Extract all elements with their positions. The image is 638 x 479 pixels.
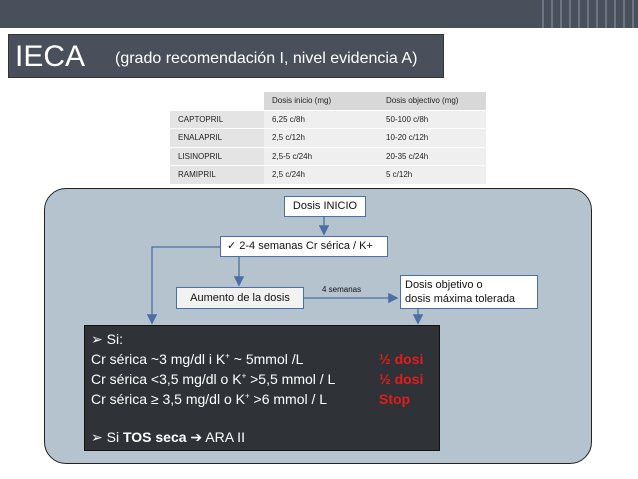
drug-cell: RAMIPRIL: [170, 165, 264, 185]
table-row: ENALAPRIL 2,5 c/12h 10-20 c/12h: [170, 128, 486, 148]
decorative-stripes: [542, 0, 638, 28]
rule-2-action: ½ dosi: [379, 371, 424, 387]
start-dose-cell: 2,5-5 c/24h: [264, 147, 378, 166]
title-bar: IECA (grado recomendación I, nivel evide…: [8, 34, 444, 78]
dosis-objetivo-box: Dosis objetivo o dosis máxima tolerada: [400, 275, 538, 309]
start-dose-cell: 2,5 c/12h: [264, 128, 378, 148]
table-row: RAMIPRIL 2,5 c/24h 5 c/12h: [170, 165, 486, 185]
rules-box: ➢ Si: Cr sérica ~3 mg/dl i K+ ~ 5mmol /L…: [84, 325, 440, 451]
rule-3: Cr sérica ≥ 3,5 mg/dl o K+ >6 mmol / L: [91, 390, 327, 408]
objetivo-line-1: Dosis objetivo o: [405, 279, 483, 291]
rule-3-text-b: >6 mmol / L: [249, 391, 328, 407]
target-dose-cell: 5 c/12h: [378, 165, 486, 185]
rule-1-text-b: ~ 5mmol /L: [229, 351, 304, 367]
dosis-inicio-box: Dosis INICIO: [284, 196, 366, 217]
rule-3-text: Cr sérica ≥ 3,5 mg/dl o K: [91, 391, 245, 407]
target-dose-cell: 50-100 c/8h: [378, 110, 486, 129]
rule-3-sup: +: [244, 391, 250, 401]
table-header-cell: [170, 92, 264, 111]
drug-cell: CAPTOPRIL: [170, 110, 264, 129]
rule-3-action: Stop: [379, 391, 411, 407]
rule-1-action: ½ dosi: [379, 351, 424, 367]
table-row: LISINOPRIL 2,5-5 c/24h 20-35 c/24h: [170, 147, 486, 166]
rule-2-text-b: >5,5 mmol / L: [246, 371, 336, 387]
top-bar: [0, 0, 638, 28]
bullet-arrow-icon: ➢: [91, 429, 103, 445]
bullet-arrow-icon: ➢: [91, 331, 103, 347]
rule-1: Cr sérica ~3 mg/dl i K+ ~ 5mmol /L: [91, 350, 303, 368]
monitoring-label: 2-4 semanas Cr sérica / K+: [239, 240, 373, 252]
table-header-row: Dosis inicio (mg) Dosis objectivo (mg): [170, 92, 486, 111]
check-icon: ✓: [227, 240, 237, 252]
rule-2-text: Cr sérica <3,5 mg/dl o K: [91, 371, 242, 387]
rule-1-sup: +: [225, 351, 230, 361]
tos-suffix: ARA II: [202, 429, 245, 445]
rule-2-sup: +: [241, 371, 247, 381]
si-label: Si:: [106, 331, 123, 347]
rules-si-line: ➢ Si:: [91, 330, 123, 348]
table-header-cell: Dosis inicio (mg): [264, 92, 378, 111]
tos-bold: TOS seca: [122, 429, 187, 445]
right-arrow-icon: ➔: [190, 429, 203, 445]
slide-title: IECA: [15, 40, 86, 73]
aumento-dosis-box: Aumento de la dosis: [176, 287, 304, 309]
start-dose-cell: 2,5 c/24h: [264, 165, 378, 185]
target-dose-cell: 10-20 c/12h: [378, 128, 486, 148]
tos-prefix: Si: [106, 429, 123, 445]
table-row: CAPTOPRIL 6,25 c/8h 50-100 c/8h: [170, 110, 486, 129]
tos-line: ➢ Si TOS seca ➔ ARA II: [91, 428, 245, 446]
target-dose-cell: 20-35 c/24h: [378, 147, 486, 166]
objetivo-line-2: dosis máxima tolerada: [405, 293, 516, 305]
four-weeks-label: 4 semanas: [322, 285, 362, 294]
arrow-semanas-to-rules: [146, 246, 220, 325]
monitoring-box: ✓ 2-4 semanas Cr sérica / K+: [220, 236, 388, 257]
rule-1-text: Cr sérica ~3 mg/dl i K: [91, 351, 226, 367]
dose-table: Dosis inicio (mg) Dosis objectivo (mg) C…: [170, 92, 486, 185]
drug-cell: ENALAPRIL: [170, 128, 264, 148]
drug-cell: LISINOPRIL: [170, 147, 264, 166]
start-dose-cell: 6,25 c/8h: [264, 110, 378, 129]
slide-subtitle: (grado recomendación I, nivel evidencia …: [115, 50, 418, 67]
rule-2: Cr sérica <3,5 mg/dl o K+ >5,5 mmol / L: [91, 370, 335, 388]
table-header-cell: Dosis objectivo (mg): [378, 92, 486, 111]
